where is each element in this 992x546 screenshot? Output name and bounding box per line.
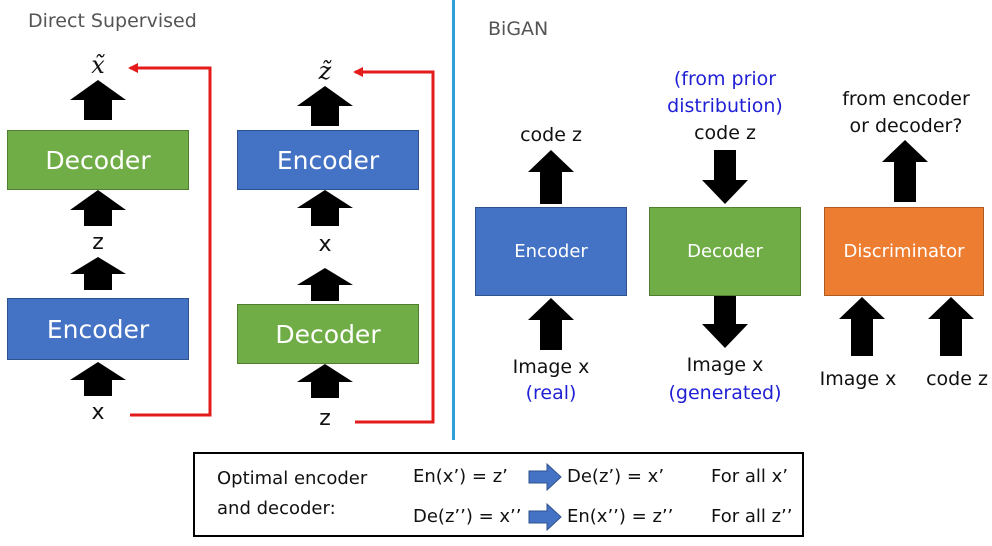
decoder-input-label: code z bbox=[694, 122, 756, 144]
up-arrow-icon bbox=[70, 190, 126, 226]
encoder-input-label: Image x bbox=[512, 356, 590, 378]
encoder-output-label: code z bbox=[520, 124, 582, 146]
section-divider bbox=[452, 0, 455, 440]
discriminator-input-code: code z bbox=[926, 368, 988, 390]
x-tilde-label: x̃ bbox=[91, 51, 105, 79]
z-tilde-label: z̃ bbox=[318, 57, 332, 85]
feedback-arrow-2 bbox=[353, 67, 435, 424]
discriminator-input-image: Image x bbox=[819, 368, 897, 390]
decoder-output-note: (generated) bbox=[668, 382, 782, 404]
up-arrow-icon bbox=[297, 86, 353, 126]
prior-note-line1: (from prior bbox=[673, 68, 777, 90]
prior-note-line2: distribution) bbox=[667, 95, 783, 117]
up-arrow-icon bbox=[70, 257, 126, 290]
up-arrow-icon bbox=[839, 297, 885, 356]
z-label: z bbox=[92, 230, 104, 255]
equation-row1-left: En(x’) = z’ bbox=[413, 466, 508, 487]
bigan-encoder-box: Encoder bbox=[475, 207, 627, 296]
equation-row2-scope: For all z’’ bbox=[711, 506, 793, 527]
equation-row1-scope: For all x’ bbox=[711, 466, 788, 487]
up-arrow-icon bbox=[528, 150, 574, 204]
up-arrow-icon bbox=[297, 190, 353, 226]
up-arrow-icon bbox=[928, 297, 974, 356]
z-label-2: z bbox=[319, 406, 331, 431]
encoder-box-2: Encoder bbox=[237, 130, 419, 190]
decoder-box: Decoder bbox=[7, 130, 189, 190]
equation-row1-right: De(z’) = x’ bbox=[567, 466, 665, 487]
x-label-2: x bbox=[318, 232, 332, 257]
feedback-arrow-1 bbox=[128, 63, 212, 417]
up-arrow-icon bbox=[70, 80, 126, 120]
down-arrow-icon bbox=[702, 296, 748, 348]
legend-heading-line1: Optimal encoder bbox=[217, 468, 368, 489]
down-arrow-icon bbox=[702, 150, 748, 204]
section-title-direct-supervised: Direct Supervised bbox=[28, 10, 197, 32]
equation-row2-left: De(z’’) = x’’ bbox=[413, 506, 522, 527]
optimality-legend: Optimal encoder and decoder: En(x’) = z’… bbox=[193, 452, 804, 537]
x-label: x bbox=[91, 400, 105, 425]
legend-heading-line2: and decoder: bbox=[217, 498, 336, 519]
discriminator-box: Discriminator bbox=[824, 207, 984, 296]
up-arrow-icon bbox=[70, 362, 126, 396]
discriminator-question-line2: or decoder? bbox=[849, 115, 963, 137]
right-arrow-icon bbox=[528, 502, 562, 532]
discriminator-question-line1: from encoder bbox=[842, 88, 970, 110]
decoder-output-label: Image x bbox=[686, 354, 764, 376]
up-arrow-icon bbox=[528, 298, 574, 350]
right-arrow-icon bbox=[528, 462, 562, 492]
up-arrow-icon bbox=[882, 140, 928, 202]
section-title-bigan: BiGAN bbox=[488, 18, 549, 40]
decoder-box-2: Decoder bbox=[237, 304, 419, 364]
encoder-box: Encoder bbox=[7, 298, 189, 360]
encoder-input-note: (real) bbox=[525, 382, 577, 404]
up-arrow-icon bbox=[297, 364, 353, 398]
equation-row2-right: En(x’’) = z’’ bbox=[567, 506, 674, 527]
up-arrow-icon bbox=[297, 268, 353, 301]
bigan-decoder-box: Decoder bbox=[649, 207, 801, 296]
